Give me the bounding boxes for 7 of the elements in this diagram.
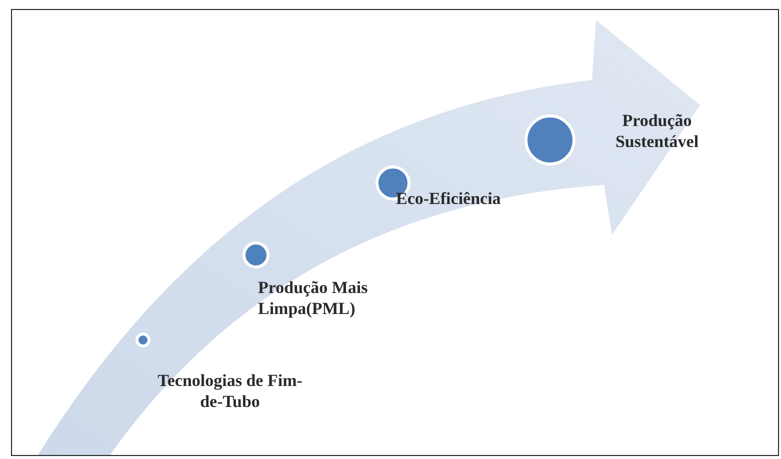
stage-label: Eco-Eficiência <box>396 188 502 209</box>
stage-label: Tecnologias de Fim-de-Tubo <box>156 370 304 412</box>
milestone-circle <box>523 113 577 167</box>
stage-label: Produção Sustentável <box>614 110 700 152</box>
stage-label: Produção Mais Limpa(PML) <box>258 277 369 319</box>
milestone-circle <box>134 331 152 349</box>
milestone-circle <box>241 240 271 270</box>
